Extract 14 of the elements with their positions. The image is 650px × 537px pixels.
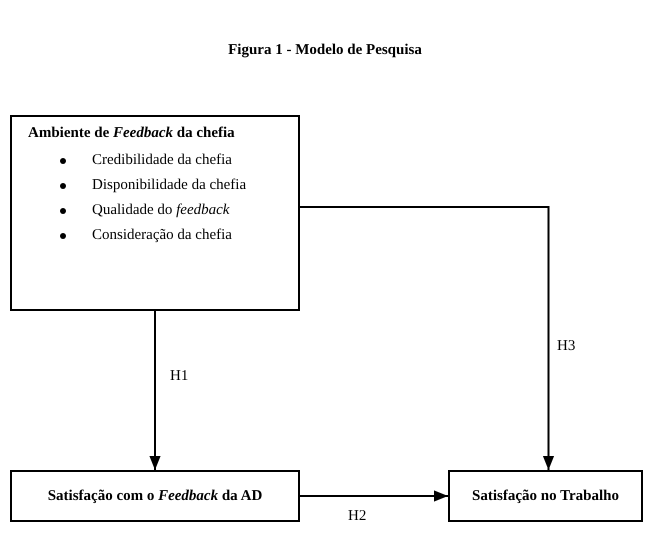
arrow [300,490,448,502]
arrow [300,206,554,470]
figure-title: Figura 1 - Modelo de Pesquisa [227,42,423,59]
bullet-item: Consideração da chefia [92,227,232,244]
concept-box [10,115,300,311]
bullet-item: Qualidade do feedback [92,202,230,219]
bullet-item: Credibilidade da chefia [92,152,232,169]
box-label: Satisfação no Trabalho [472,488,619,504]
concept-box [10,470,300,522]
box-heading: Ambiente de Feedback da chefia [28,125,236,142]
concept-box [448,470,643,522]
arrow [149,311,161,470]
box-label: Satisfação com o Feedback da AD [48,488,262,504]
bullet-item: Disponibilidade da chefia [92,177,246,194]
